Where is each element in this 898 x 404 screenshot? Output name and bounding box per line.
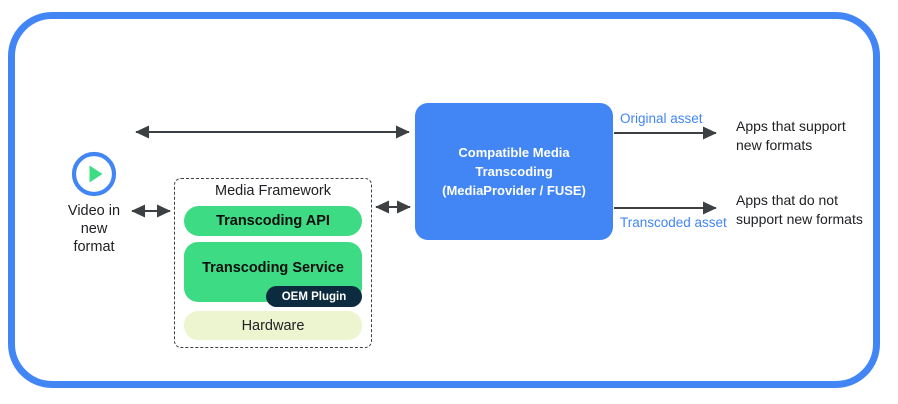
original-asset-label: Original asset [620, 111, 703, 126]
video-source-label: Video in new format [67, 203, 121, 255]
apps-nosupport-label: Apps that do not support new formats [736, 192, 863, 227]
transcoded-asset-label: Transcoded asset [620, 215, 727, 230]
outer-frame-border [8, 12, 880, 388]
apps-support-label: Apps that support new formats [736, 118, 846, 153]
hardware-box[interactable]: Hardware [184, 311, 362, 340]
compatible-media-transcoding-box[interactable]: Compatible Media Transcoding (MediaProvi… [415, 103, 613, 240]
media-framework-container [174, 178, 372, 348]
play-circle-icon [70, 150, 118, 198]
oem-plugin-badge[interactable]: OEM Plugin [266, 286, 362, 307]
transcoding-api-box[interactable]: Transcoding API [184, 206, 362, 236]
media-framework-title: Media Framework [214, 183, 332, 199]
